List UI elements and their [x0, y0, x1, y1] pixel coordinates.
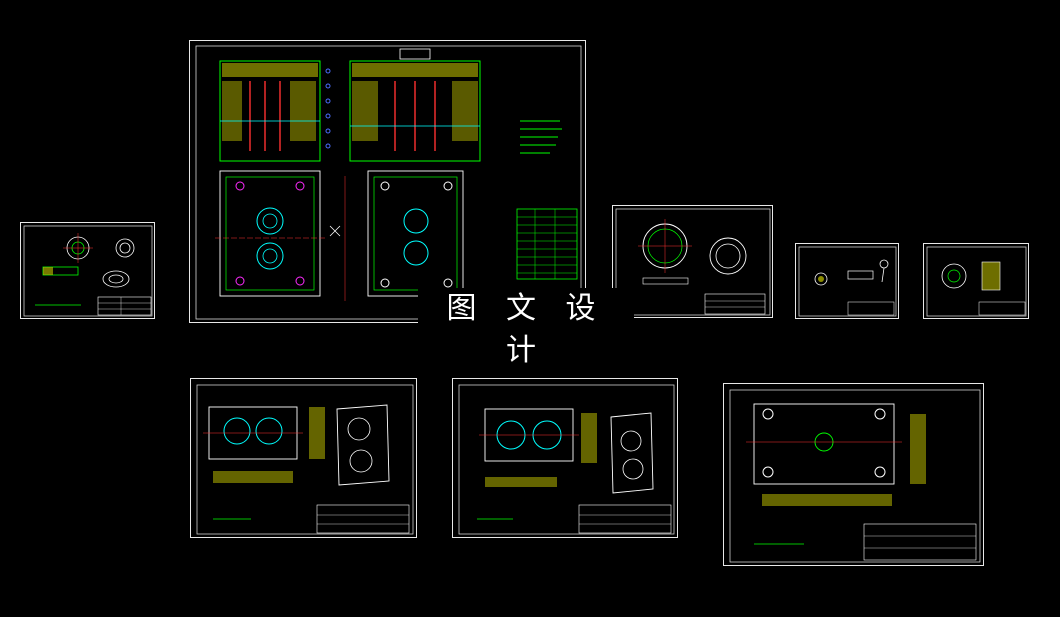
watermark-text: 图 文 设 计 — [418, 288, 634, 368]
drawing-cavity-plate-2 — [458, 384, 675, 535]
drawing-ring-medium — [615, 208, 771, 316]
drawing-ring-small — [23, 225, 153, 317]
sheet-ring-medium[interactable] — [612, 205, 773, 318]
sheet-cavity-plate-1[interactable] — [190, 378, 417, 538]
sheet-cavity-plate-2[interactable] — [452, 378, 678, 538]
drawing-cavity-plate-1 — [196, 384, 414, 535]
sheet-part-b[interactable] — [923, 243, 1029, 319]
drawing-base-plate — [729, 389, 981, 563]
drawing-part-b — [926, 246, 1027, 317]
drawing-assembly-main — [195, 45, 582, 320]
sheet-ring-small[interactable] — [20, 222, 155, 319]
sheet-part-a[interactable] — [795, 243, 899, 319]
sheet-base-plate[interactable] — [723, 383, 984, 566]
sheet-assembly-main[interactable] — [189, 40, 586, 323]
drawing-part-a — [798, 246, 897, 317]
